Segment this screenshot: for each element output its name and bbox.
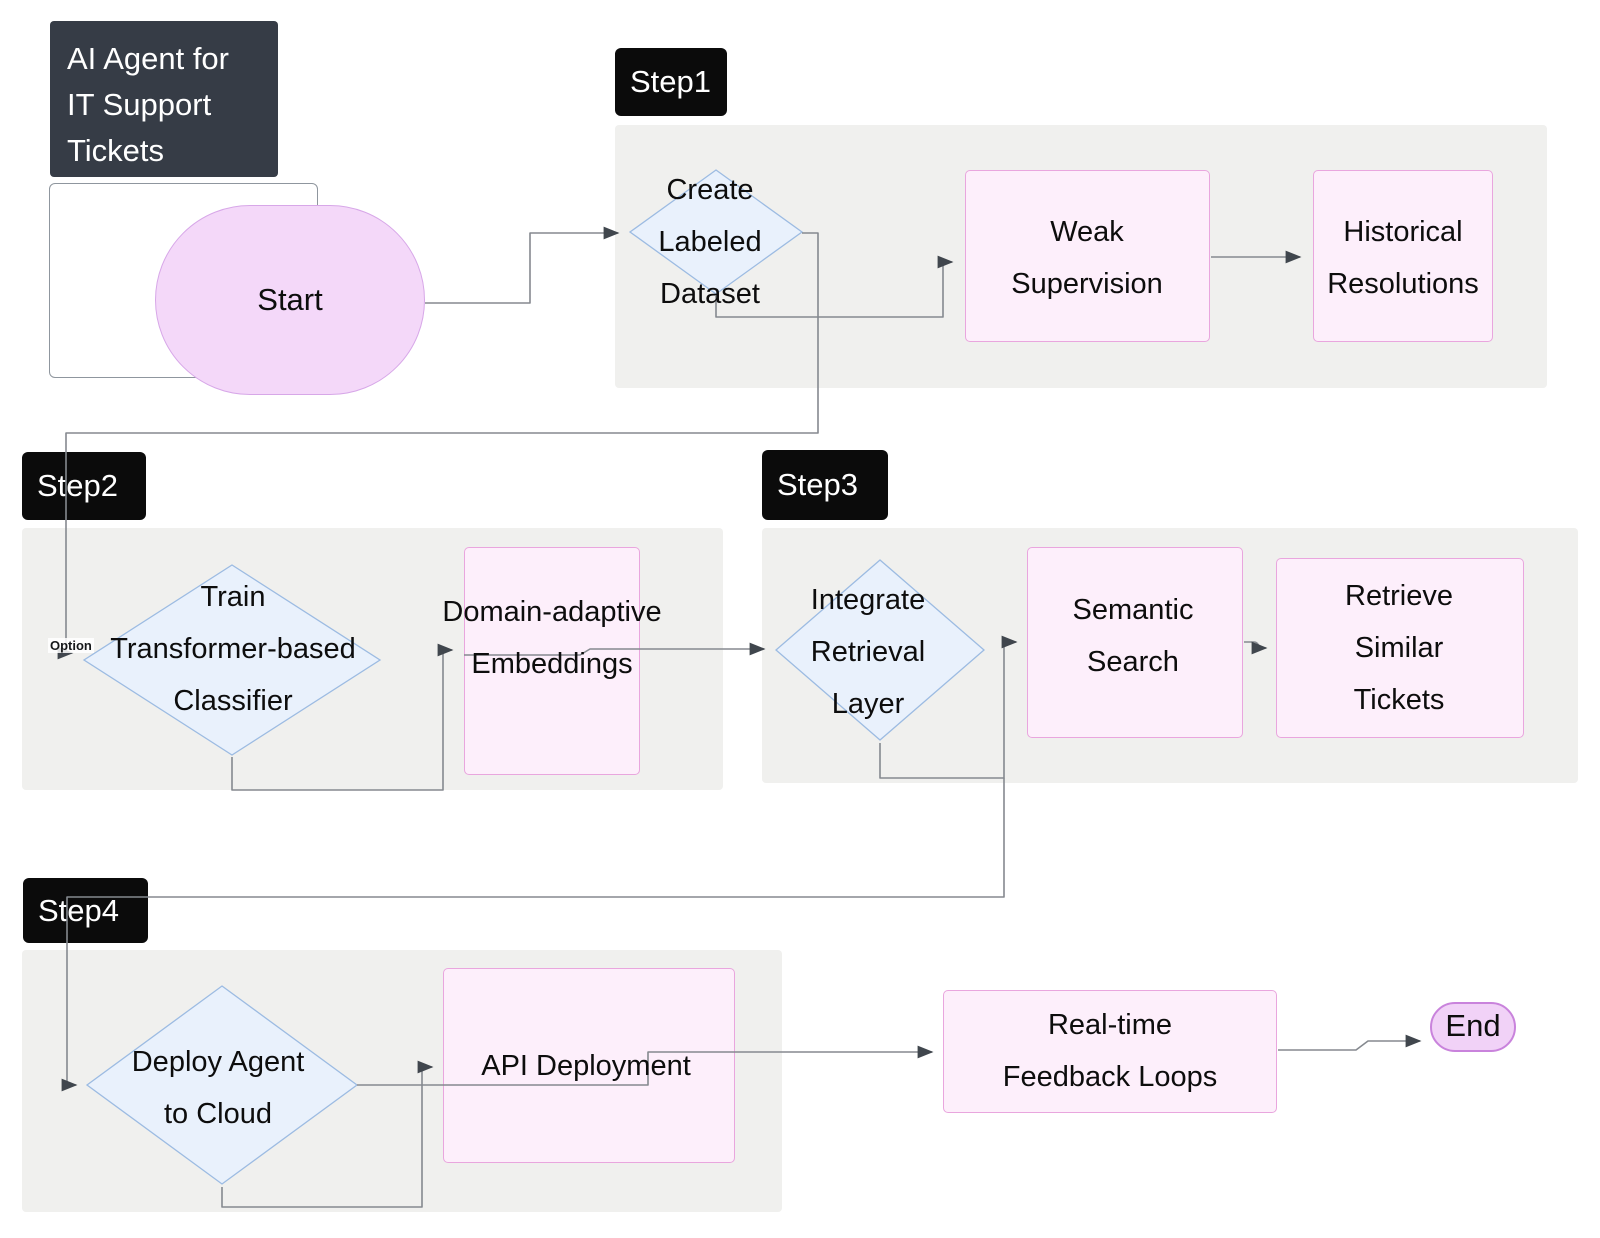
end-node-label: End [1445, 1008, 1501, 1043]
node-text-line: Historical [1343, 216, 1463, 248]
node-text-line: to Cloud [163, 1098, 273, 1130]
node-text-line: Dataset [660, 278, 760, 310]
node-text-line: Weak [1050, 216, 1124, 248]
node-text-line: Feedback Loops [1002, 1061, 1218, 1093]
edge-start-to-create [425, 226, 620, 304]
end-node [1430, 1002, 1516, 1052]
node-text-line: Supervision [1011, 268, 1163, 300]
retrieve-similar-tickets-label: Retrieve Similar Tickets [1345, 570, 1453, 726]
node-text-line: Retrieval [810, 636, 926, 668]
historical-resolutions-node [1313, 170, 1493, 342]
node-text-line: Classifier [173, 685, 293, 717]
diagram-title-line: AI Agent for [67, 41, 229, 76]
node-text-line: Deploy Agent [131, 1046, 305, 1078]
step2-label-text: Step2 [37, 468, 119, 503]
node-text-line: Tickets [1353, 684, 1445, 716]
api-deployment-label: API Deployment [481, 1050, 691, 1082]
semantic-search-node [1027, 547, 1243, 738]
node-text-line: Resolutions [1327, 268, 1479, 300]
edge-realtime-to-end [1278, 1034, 1422, 1051]
edge-label-option: Option [48, 638, 94, 653]
node-text-line: Real-time [1047, 1009, 1173, 1041]
node-text-line: Labeled [658, 226, 762, 258]
node-text-line: Search [1087, 646, 1179, 678]
semantic-search-label: Semantic Search [1073, 584, 1194, 688]
node-text-line: Create [666, 174, 754, 206]
node-text-line: Similar [1354, 632, 1444, 664]
node-text-line: Retrieve [1345, 580, 1453, 612]
historical-resolutions-label: Historical Resolutions [1327, 206, 1479, 310]
integrate-retrieval-layer-label: Integrate Retrieval Layer [811, 574, 925, 730]
node-text-line: Domain-adaptive [442, 596, 662, 628]
retrieve-similar-tickets-node [1276, 558, 1524, 738]
diagram-title-line: Tickets [67, 133, 165, 168]
step1-label-text: Step1 [630, 64, 712, 99]
node-text-line: Semantic [1072, 594, 1194, 626]
node-text-line: Train [200, 581, 266, 613]
step4-label-text: Step4 [38, 892, 120, 928]
step2-label: Step2 [22, 452, 146, 520]
deploy-agent-label: Deploy Agent to Cloud [132, 1036, 305, 1140]
domain-adaptive-embeddings-label: Domain-adaptive Embeddings [442, 586, 661, 690]
realtime-feedback-loops-label: Real-time Feedback Loops [1003, 999, 1217, 1103]
weak-supervision-node [965, 170, 1210, 342]
start-node-label: Start [257, 282, 323, 317]
step1-label: Step1 [615, 48, 727, 116]
step3-label-text: Step3 [777, 467, 859, 502]
create-labeled-dataset-label: Create Labeled Dataset [658, 164, 761, 320]
node-text-line: Layer [831, 688, 905, 720]
train-classifier-label: Train Transformer-based Classifier [110, 571, 356, 727]
step4-label: Step4 [23, 878, 148, 943]
diagram-title: AI Agent for IT Support Tickets [50, 21, 278, 177]
diagram-title-line: IT Support [67, 87, 212, 122]
weak-supervision-label: Weak Supervision [1011, 206, 1163, 310]
step3-label: Step3 [762, 450, 888, 520]
node-text-line: Embeddings [471, 648, 633, 680]
node-text-line: Integrate [810, 584, 926, 616]
node-text-line: Transformer-based [110, 633, 356, 665]
